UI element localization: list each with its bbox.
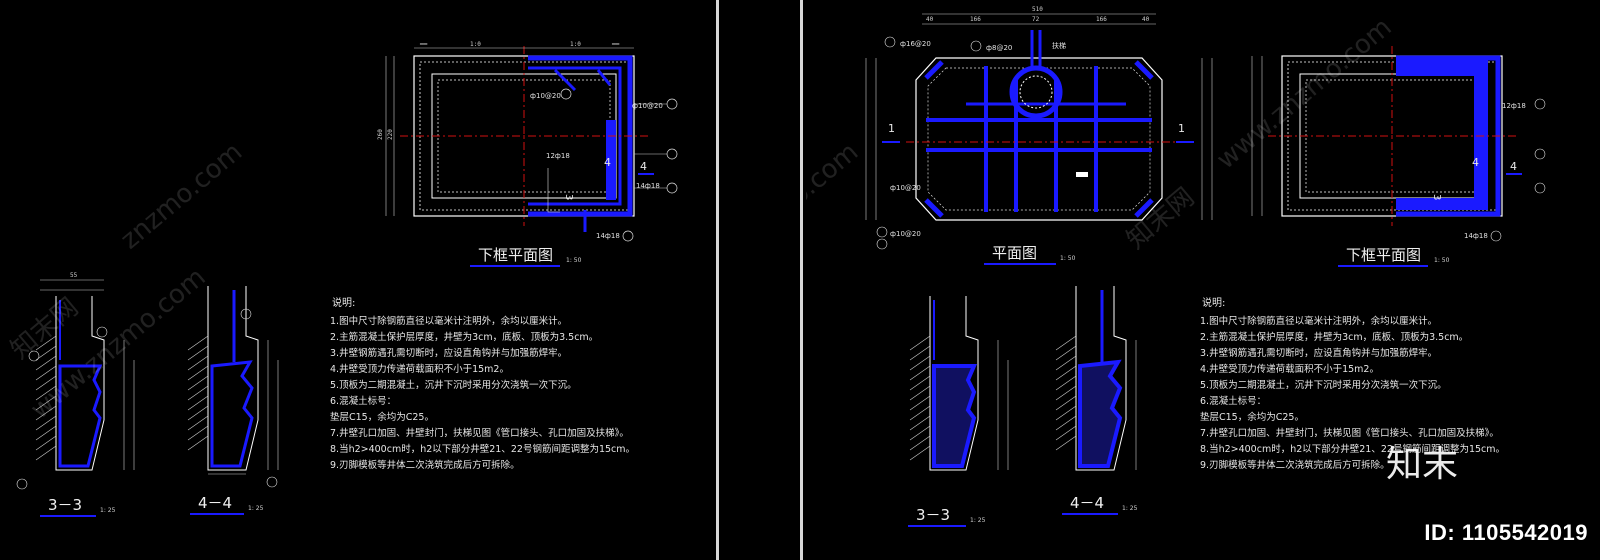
note-line: 垫层C15，余均为C25。	[330, 411, 434, 423]
note-line: 6.混凝土标号：	[1200, 395, 1266, 407]
plan-scale: 1: 50	[1060, 255, 1076, 262]
plan-title: 平面图	[992, 244, 1037, 262]
note-line: 3.井壁钢筋遇孔需切断时，应设直角钩并与加强筋焊牢。	[1200, 347, 1437, 359]
dim: 72	[1032, 16, 1040, 23]
note-line: 6.混凝土标号：	[330, 395, 396, 407]
svg-text:1:0: 1:0	[470, 41, 481, 48]
note-line: 5.顶板为二期混凝土，沉井下沉时采用分次浇筑一次下沉。	[1200, 379, 1447, 391]
dim-total: 510	[1032, 6, 1043, 13]
watermark-text: znzmo.com	[806, 137, 864, 255]
sheet-divider	[716, 0, 719, 560]
plan-view: 510 40 166 72 166 40 1	[865, 6, 1213, 250]
cad-canvas-right: 510 40 166 72 166 40 1	[806, 6, 1546, 527]
dim: 166	[970, 16, 981, 23]
sheet-divider	[800, 0, 803, 560]
section-marker: 4	[604, 156, 611, 169]
svg-text:━━: ━━	[611, 41, 620, 48]
section-marker: 3	[563, 194, 574, 200]
dim: 40	[1142, 16, 1150, 23]
section-3-title: 3－3	[48, 496, 82, 514]
rebar-label: ф10@20	[890, 230, 921, 238]
section-marker: 3	[1431, 194, 1442, 200]
note-line: 2.主筋混凝土保护层厚度，井壁为3cm，底板、顶板为3.5cm。	[330, 331, 598, 343]
note-line: 4.井壁受顶力传递荷载面积不小于15m2。	[330, 363, 509, 375]
plan2-title: 下框平面图	[1346, 246, 1421, 264]
section-3-3	[909, 296, 1009, 471]
rebar-label: 12ф18	[1502, 102, 1526, 110]
section-4-title: 4－4	[1070, 494, 1104, 512]
svg-text:260: 260	[377, 129, 384, 140]
plan2-scale: 1: 50	[1434, 257, 1450, 264]
rebar-label: 14ф18	[596, 232, 620, 240]
rebar-label: ф10@20	[632, 102, 663, 110]
note-line: 1.图中尺寸除钢筋直径以毫米计注明外，余均以厘米计。	[330, 315, 567, 327]
notes-block: 说明: 1.图中尺寸除钢筋直径以毫米计注明外，余均以厘米计。 2.主筋混凝土保护…	[1200, 296, 1505, 471]
note-line: 7.井壁孔口加固、井壁封门，扶梯见图《管口接头、孔口加固及扶梯》。	[1200, 427, 1499, 439]
drawing-sheet-left: ━━ ━━ 1:0 1:0 260 220 ф10@20 ф10@20 12ф1…	[0, 0, 716, 560]
rebar-label: ф10@20	[530, 92, 561, 100]
note-line: 9.刃脚模板等井体二次浇筑完成后方可拆除。	[330, 459, 520, 471]
watermark-text: 知末网	[1121, 182, 1200, 255]
section-marker: 4	[1472, 156, 1479, 169]
ladder-label: 扶梯	[1052, 41, 1066, 50]
section-4-4	[187, 286, 279, 488]
section-4-scale: 1: 25	[1122, 505, 1138, 512]
note-line: 1.图中尺寸除钢筋直径以毫米计注明外，余均以厘米计。	[1200, 315, 1437, 327]
note-line: 4.井壁受顶力传递荷载面积不小于15m2。	[1200, 363, 1379, 375]
note-line: 3.井壁钢筋遇孔需切断时，应设直角钩并与加强筋焊牢。	[330, 347, 567, 359]
note-line: 垫层C15，余均为C25。	[1200, 411, 1304, 423]
watermark-text: 知末网	[5, 292, 84, 365]
svg-text:220: 220	[387, 129, 394, 140]
rebar-label: 12ф18	[546, 152, 570, 160]
section-mark: 1	[1178, 122, 1185, 135]
svg-text:55: 55	[70, 272, 78, 279]
section-mark: 1	[888, 122, 895, 135]
section-4-4	[1055, 286, 1137, 471]
section-3-3: 55	[16, 272, 135, 490]
dim: 166	[1096, 16, 1107, 23]
section-marker: 4	[640, 160, 647, 173]
image-id-label: ID: 1105542019	[1424, 520, 1588, 545]
rebar-label: ф10@20	[890, 184, 921, 192]
plan-title: 下框平面图	[478, 246, 553, 264]
plan-scale: 1: 50	[566, 257, 582, 264]
watermark-text: www.znzmo.com	[1211, 12, 1397, 175]
section-3-scale: 1: 25	[100, 507, 116, 514]
note-line: 8.当h2>400cm时，h2以下部分井壁21、22号钢筋间距调整为15cm。	[330, 443, 635, 455]
notes-title: 说明:	[332, 296, 355, 309]
drawing-sheet-right: 510 40 166 72 166 40 1	[806, 0, 1600, 560]
svg-text:━━: ━━	[419, 41, 428, 48]
notes-block: 说明: 1.图中尺寸除钢筋直径以毫米计注明外，余均以厘米计。 2.主筋混凝土保护…	[330, 296, 635, 471]
section-4-scale: 1: 25	[248, 505, 264, 512]
brand-logo: 知末	[1386, 444, 1458, 485]
notes-title: 说明:	[1202, 296, 1225, 309]
note-line: 9.刃脚模板等井体二次浇筑完成后方可拆除。	[1200, 459, 1390, 471]
dim: 40	[926, 16, 934, 23]
section-3-scale: 1: 25	[970, 517, 986, 524]
rebar-label: ф16@20	[900, 40, 931, 48]
section-3-title: 3－3	[916, 506, 950, 524]
note-line: 2.主筋混凝土保护层厚度，井壁为3cm，底板、顶板为3.5cm。	[1200, 331, 1468, 343]
rebar-label: ф8@20	[986, 44, 1012, 52]
section-4-title: 4－4	[198, 494, 232, 512]
lower-frame-plan: 12ф18 14ф18 4 4 3	[1251, 46, 1546, 242]
watermark-text: www.znzmo.com	[25, 262, 211, 425]
svg-text:1:0: 1:0	[570, 41, 581, 48]
cad-canvas-left: ━━ ━━ 1:0 1:0 260 220 ф10@20 ф10@20 12ф1…	[5, 41, 678, 517]
rebar-label: 14ф18	[1464, 232, 1488, 240]
note-line: 8.当h2>400cm时，h2以下部分井壁21、22号钢筋间距调整为15cm。	[1200, 443, 1505, 455]
note-line: 5.顶板为二期混凝土，沉井下沉时采用分次浇筑一次下沉。	[330, 379, 577, 391]
section-marker: 4	[1510, 160, 1517, 173]
lower-frame-plan: ━━ ━━ 1:0 1:0 260 220 ф10@20 ф10@20 12ф1…	[377, 41, 678, 242]
watermark-text: znzmo.com	[115, 137, 248, 255]
rebar-label: 14ф18	[636, 182, 660, 190]
note-line: 7.井壁孔口加固、井壁封门，扶梯见图《管口接头、孔口加固及扶梯》。	[330, 427, 629, 439]
